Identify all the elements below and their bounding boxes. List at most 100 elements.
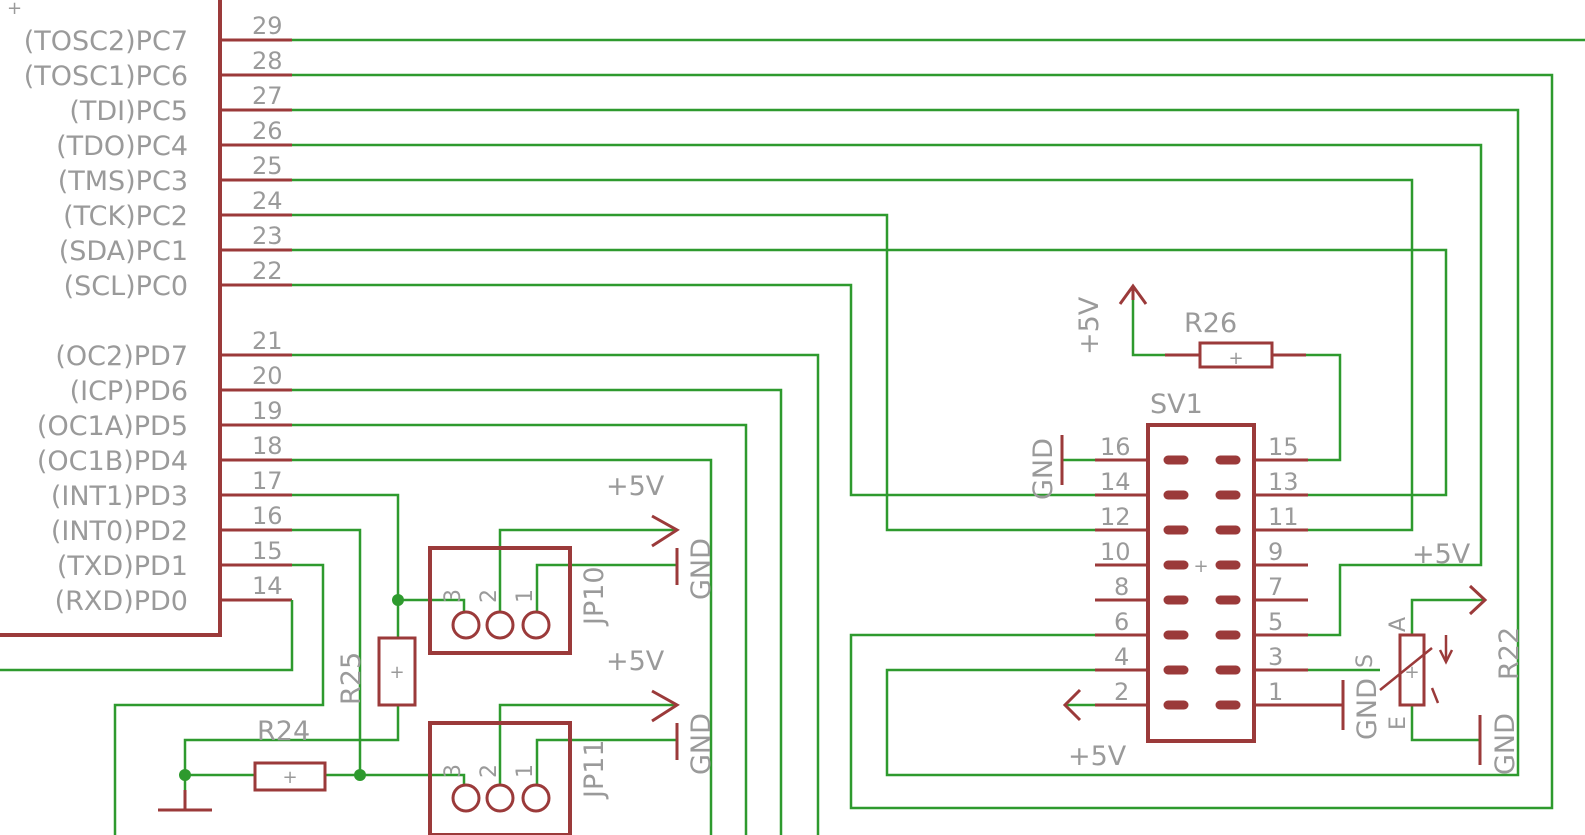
sv1-pin-num: 14 xyxy=(1100,468,1131,496)
sv1-pin-num: 4 xyxy=(1114,643,1129,671)
plus5v-label: +5V xyxy=(1074,296,1105,355)
supply-arrow-icon xyxy=(651,689,680,723)
r22-mark: + xyxy=(1404,662,1419,683)
pin-num-27: 27 xyxy=(252,82,283,110)
wire-pd3 xyxy=(292,493,466,612)
jp11-body xyxy=(428,721,572,835)
jp10-pin2 xyxy=(485,610,515,640)
mcu-body xyxy=(0,0,222,637)
jp10-label: JP10 xyxy=(579,566,610,627)
wire-pc6 xyxy=(292,73,1554,810)
wire-r26-right xyxy=(1306,353,1342,462)
jp11-pin3-num: 3 xyxy=(441,764,466,778)
pin-num-14: 14 xyxy=(252,572,283,600)
pin-name-pd6: (ICP)PD6 xyxy=(70,376,188,407)
r24-body xyxy=(253,761,327,792)
sv1-pin-num: 5 xyxy=(1268,608,1283,636)
sv1-center-mark: + xyxy=(1193,556,1208,577)
sv1-label: SV1 xyxy=(1150,389,1203,420)
sv1-pin-num: 3 xyxy=(1268,643,1283,671)
pin-name-pd4: (OC1B)PD4 xyxy=(37,446,188,477)
pin-name-pd5: (OC1A)PD5 xyxy=(37,411,188,442)
wire-pd5 xyxy=(292,423,748,835)
pin-num-19: 19 xyxy=(252,397,283,425)
wire-r26-left xyxy=(1131,300,1165,357)
pot-a-label: A xyxy=(1386,617,1411,632)
wires xyxy=(0,38,1585,835)
sv1-pin-num: 9 xyxy=(1268,538,1283,566)
pin-num-15: 15 xyxy=(252,537,283,565)
junction-dot xyxy=(392,594,404,606)
sv1-body xyxy=(1146,423,1256,743)
sv1-pin-num: 7 xyxy=(1268,573,1283,601)
sv1-pin-num: 11 xyxy=(1268,503,1299,531)
junction-dot xyxy=(354,769,366,781)
wire-pd6 xyxy=(292,388,783,835)
wire-pd0 xyxy=(0,600,294,672)
jp10-pin3 xyxy=(451,610,481,640)
pin-name-pd1: (TXD)PD1 xyxy=(57,551,188,582)
pin-name-pc3: (TMS)PC3 xyxy=(58,166,188,197)
jp11-pin2-num: 2 xyxy=(477,764,502,778)
pin-name-pc2: (TCK)PC2 xyxy=(63,201,188,232)
pin-num-21: 21 xyxy=(252,327,283,355)
wire-pot-top xyxy=(1410,598,1485,635)
mcu-pin-stubs xyxy=(220,38,292,602)
wire-pc2 xyxy=(292,213,1095,532)
plus5v-label: +5V xyxy=(1068,741,1127,772)
pin-name-pc5: (TDI)PC5 xyxy=(69,96,188,127)
pin-num-24: 24 xyxy=(252,187,283,215)
r24-mark: + xyxy=(282,767,297,788)
resistor-marks: + + + + + xyxy=(282,348,1419,788)
jp10-pin3-num: 3 xyxy=(441,589,466,603)
pin-num-23: 23 xyxy=(252,222,283,250)
pin-name-pc0: (SCL)PC0 xyxy=(64,271,188,302)
jp11-label: JP11 xyxy=(579,739,610,800)
r22-body xyxy=(1398,633,1426,707)
jp10-pin1-num: 1 xyxy=(513,589,538,603)
wire-pc4 xyxy=(292,143,1483,637)
pin-name-pc6: (TOSC1)PC6 xyxy=(24,61,188,92)
gnd-label: GND xyxy=(686,713,717,775)
wire-pc3 xyxy=(292,178,1414,532)
pin-num-17: 17 xyxy=(252,467,283,495)
r25-label: R25 xyxy=(336,652,367,705)
parts xyxy=(158,283,1488,835)
jp11-pin2 xyxy=(485,783,515,813)
jp10-pin2-num: 2 xyxy=(477,589,502,603)
mcu-pin-names: (TOSC2)PC7 (TOSC1)PC6 (TDI)PC5 (TDO)PC4 … xyxy=(24,26,188,617)
sv1-pin-num: 12 xyxy=(1100,503,1131,531)
r22-label: R22 xyxy=(1494,627,1525,680)
wire-pd1 xyxy=(113,563,325,835)
wire-pd7 xyxy=(292,353,820,835)
pin-num-29: 29 xyxy=(252,12,283,40)
wire-pd4 xyxy=(292,458,713,835)
gnd-label: GND xyxy=(686,538,717,600)
r22-arrow xyxy=(1379,647,1433,691)
wire-jp11-pin1 xyxy=(535,738,677,785)
wire-pc1 xyxy=(292,248,1448,497)
pin-name-pd0: (RXD)PD0 xyxy=(55,586,188,617)
plus5v-label: +5V xyxy=(606,646,665,677)
supply-arrow-icon xyxy=(1062,688,1082,722)
junction-dot xyxy=(179,769,191,781)
sv1-pin-num: 10 xyxy=(1100,538,1131,566)
r26-label: R26 xyxy=(1184,308,1237,339)
sv1-pin-num: 2 xyxy=(1114,678,1129,706)
pin-num-20: 20 xyxy=(252,362,283,390)
pin-name-pd3: (INT1)PD3 xyxy=(51,481,188,512)
pin-num-18: 18 xyxy=(252,432,283,460)
sv1-pin-num: 16 xyxy=(1100,433,1131,461)
gnd-label: GND xyxy=(1490,713,1521,775)
jp11-pin3 xyxy=(451,783,481,813)
pin-name-pc4: (TDO)PC4 xyxy=(56,131,188,162)
wire-r25-bottom xyxy=(183,705,400,790)
r25-mark: + xyxy=(389,662,404,683)
wire-pc0 xyxy=(292,283,1095,497)
wire-jp10-pin2 xyxy=(498,528,677,612)
jp-pin-numbers: 3 2 1 3 2 1 xyxy=(441,589,538,778)
pin-num-28: 28 xyxy=(252,47,283,75)
pin-name-pd2: (INT0)PD2 xyxy=(51,516,188,547)
sv1-pin-num: 13 xyxy=(1268,468,1299,496)
